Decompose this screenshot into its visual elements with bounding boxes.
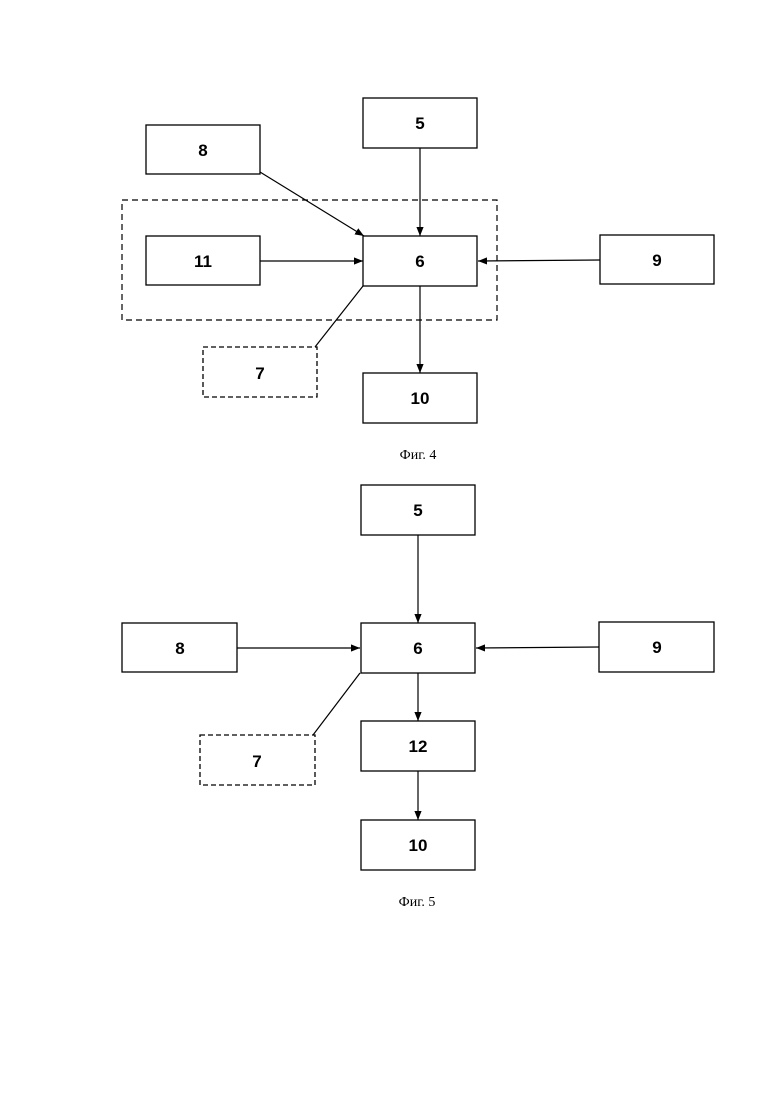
figure-5-caption: Фиг. 5 [399, 895, 436, 910]
block-5-label: 5 [415, 114, 424, 133]
block-10-label: 10 [409, 836, 428, 855]
block-9: 9 [599, 622, 714, 672]
block-5: 5 [363, 98, 477, 148]
block-6-label: 6 [415, 252, 424, 271]
block-7-label: 7 [252, 752, 261, 771]
connector-6-to-7 [315, 286, 363, 347]
block-12: 12 [361, 721, 475, 771]
block-8: 8 [146, 125, 260, 174]
block-12-label: 12 [409, 737, 428, 756]
block-10-label: 10 [411, 389, 430, 408]
block-11: 11 [146, 236, 260, 285]
connector-9-to-6 [476, 647, 599, 648]
block-5-label: 5 [413, 501, 422, 520]
block-8-label: 8 [175, 639, 184, 658]
block-7-dashed: 7 [200, 735, 315, 785]
block-10: 10 [361, 820, 475, 870]
block-9-label: 9 [652, 638, 661, 657]
connector-8-to-6 [260, 172, 364, 236]
block-6-label: 6 [413, 639, 422, 658]
block-9: 9 [600, 235, 714, 284]
block-7-label: 7 [255, 364, 264, 383]
block-6: 6 [361, 623, 475, 673]
connector-6-to-7 [313, 673, 360, 735]
figure-4: 5 8 11 6 9 7 10 Фиг. 4 [122, 98, 714, 463]
block-9-label: 9 [652, 251, 661, 270]
figure-5: 5 8 6 9 7 12 10 Фиг. 5 [122, 485, 714, 910]
connector-9-to-6 [478, 260, 600, 261]
block-8-label: 8 [198, 141, 207, 160]
block-7-dashed: 7 [203, 347, 317, 397]
block-5: 5 [361, 485, 475, 535]
block-10: 10 [363, 373, 477, 423]
block-6: 6 [363, 236, 477, 286]
figure-4-caption: Фиг. 4 [400, 448, 437, 463]
block-11-label: 11 [194, 252, 212, 271]
block-8: 8 [122, 623, 237, 672]
